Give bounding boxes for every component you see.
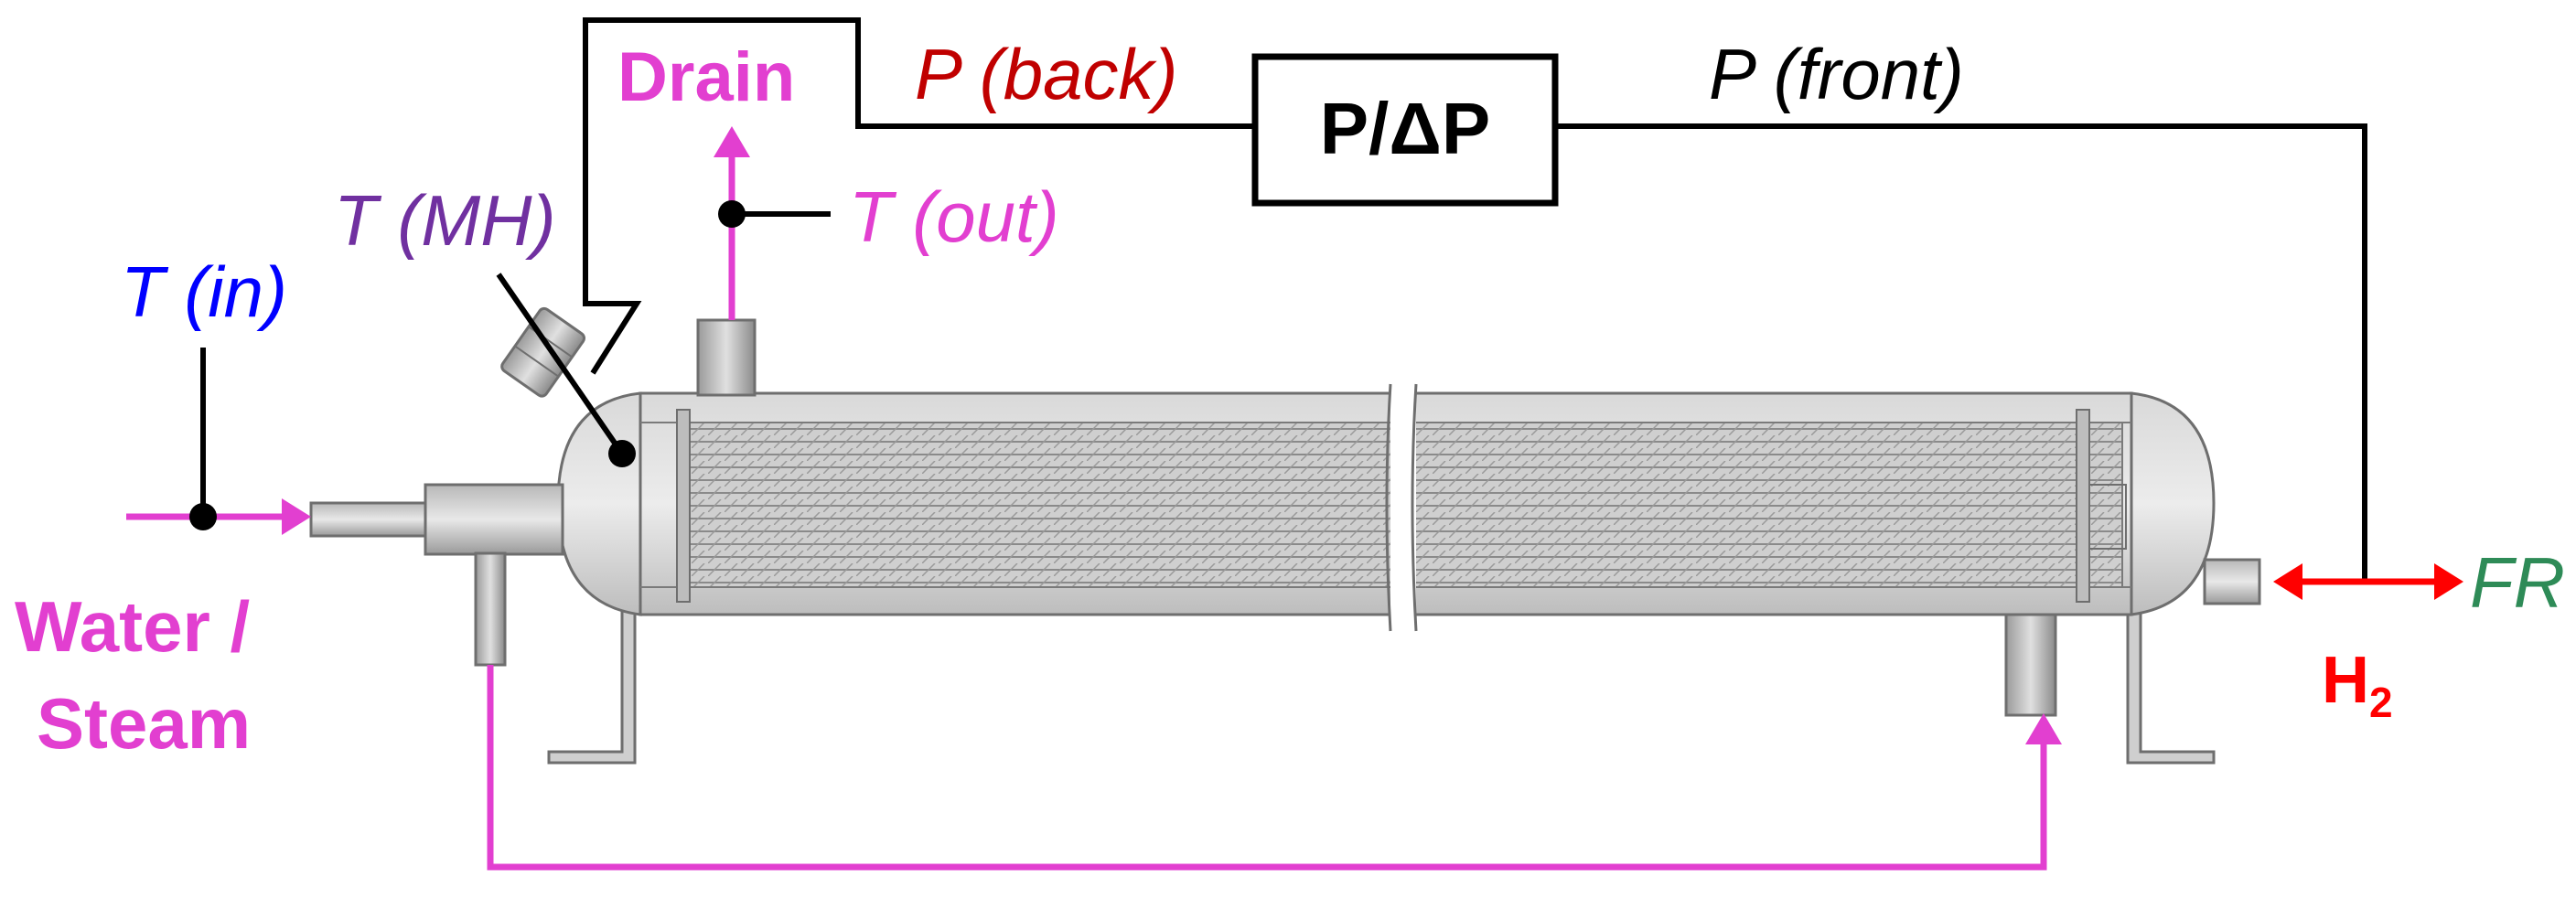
t-mh-leader-line: [496, 273, 625, 455]
h2-subscript: 2: [2369, 679, 2393, 726]
inlet-pipe: [309, 501, 432, 538]
right-end-nozzle: [2203, 558, 2261, 605]
h2-main: H: [2322, 644, 2369, 717]
p-front-line: [1555, 123, 2367, 582]
h2-label: H2: [2322, 644, 2393, 726]
drain-label: Drain: [617, 38, 795, 116]
t-out-probe-dot: [718, 200, 746, 228]
fr-label: FR: [2470, 542, 2565, 623]
t-mh-probe-dot: [608, 440, 636, 467]
pressure-transmitter: P/ΔP: [1251, 53, 1559, 207]
left-support-leg: [547, 606, 637, 765]
signal-lines: [200, 17, 2367, 582]
left-head: [556, 391, 642, 616]
arrowheads: [282, 126, 2062, 744]
t-mh-label: T (MH): [334, 180, 556, 261]
pdp-label: P/ΔP: [1320, 88, 1490, 169]
hydrogen-flow-arrow: [2273, 563, 2463, 600]
right-head: [2130, 391, 2216, 616]
pdp-box: [1251, 53, 1559, 207]
water-label-line2: Steam: [37, 683, 251, 764]
p-back-line: [583, 17, 1255, 375]
top-outlet-nozzle: [696, 318, 757, 397]
water-label-line1: Water /: [15, 586, 250, 667]
probe-dots: [189, 200, 746, 530]
t-out-label: T (out): [849, 177, 1059, 257]
steam-loop-line: [487, 665, 2047, 871]
inlet-down-pipe: [474, 551, 507, 667]
t-in-probe-dot: [189, 503, 217, 530]
p-front-label: P (front): [1709, 34, 1964, 114]
p-back-label: P (back): [915, 34, 1178, 114]
heat-exchanger-vessel: [309, 306, 2261, 765]
shell-break: [1385, 370, 1418, 636]
right-support-leg: [2126, 606, 2216, 765]
bottom-right-nozzle: [2004, 613, 2057, 717]
t-in-label: T (in): [121, 252, 287, 332]
